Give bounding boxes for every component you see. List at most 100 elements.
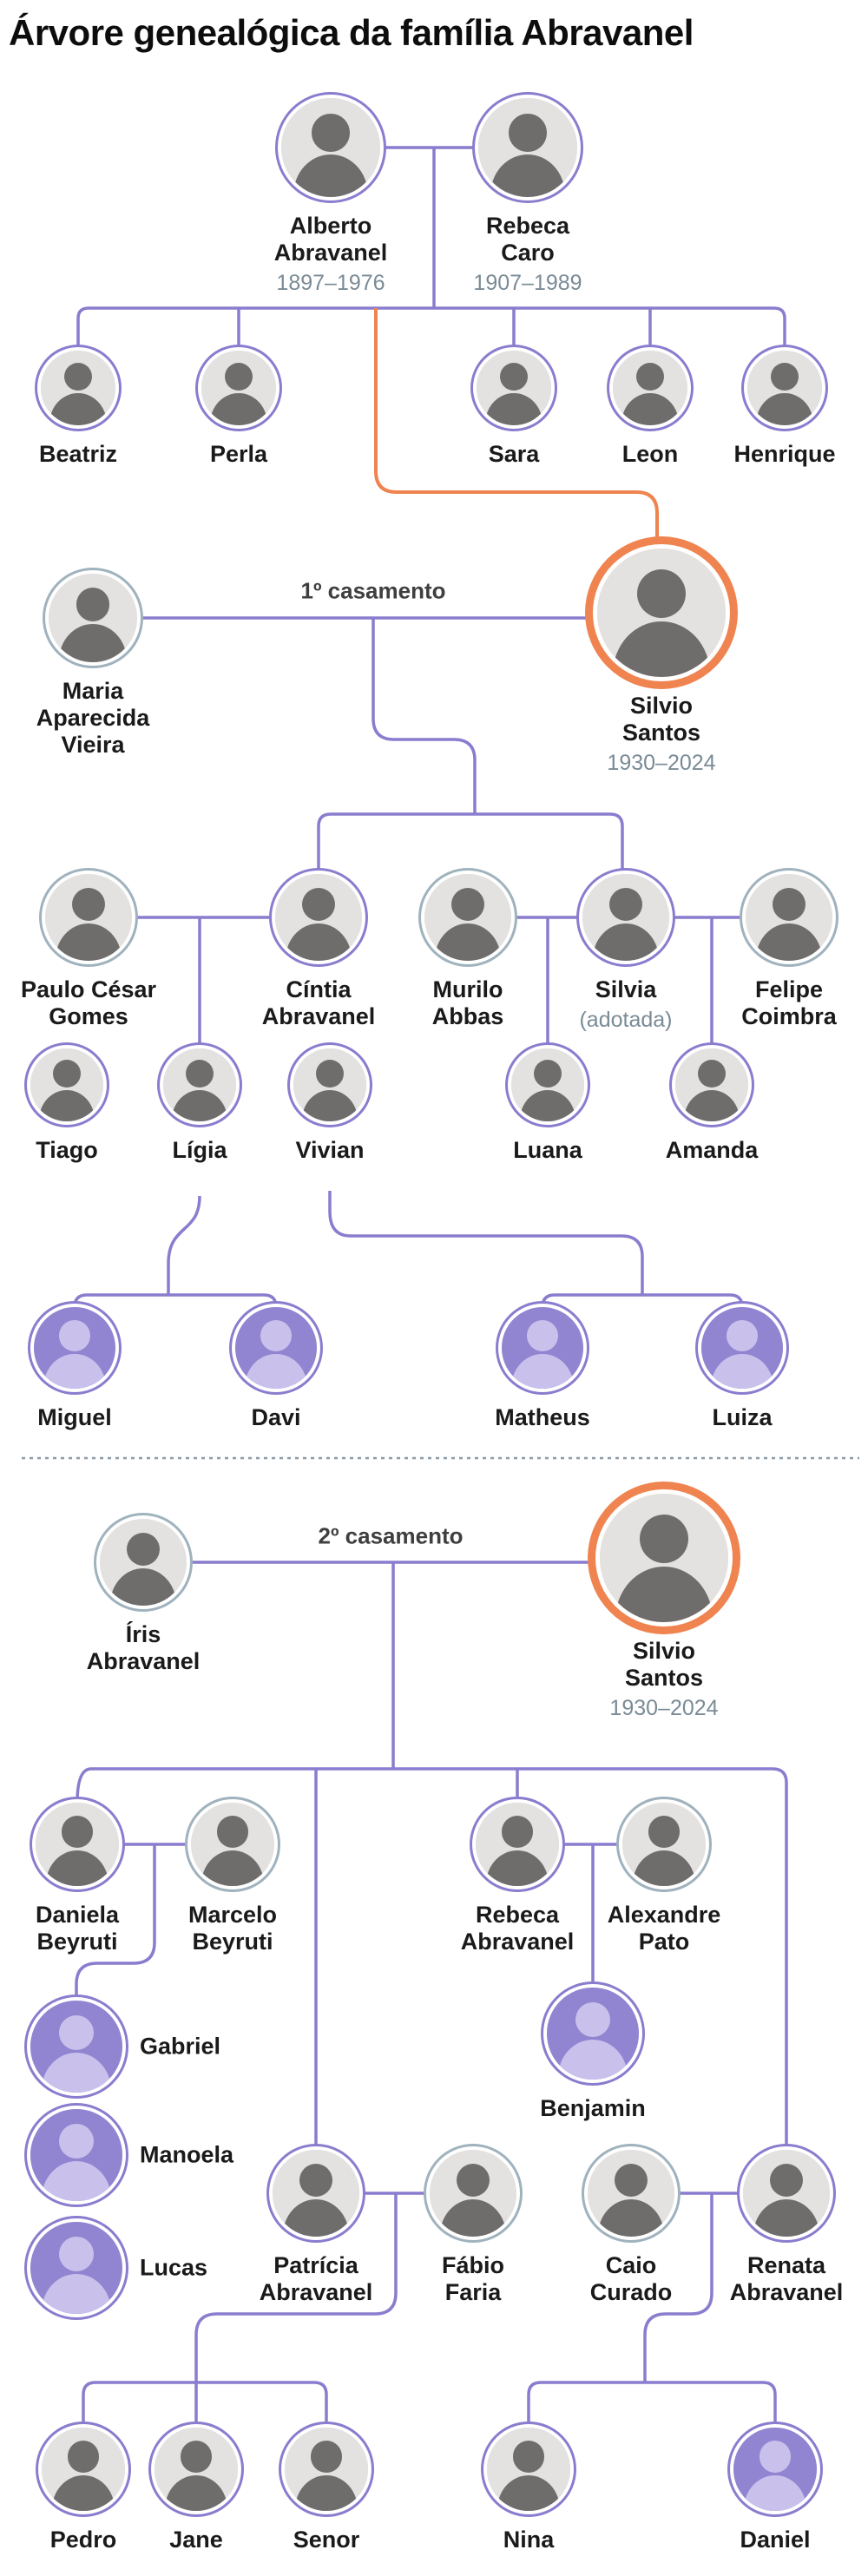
silhouette-head [67, 2441, 100, 2473]
silhouette-shoulders [39, 1089, 95, 1121]
person-name-line: Matheus [495, 1404, 590, 1430]
silhouette-head [635, 362, 665, 391]
person-name-line: Jane [169, 2527, 223, 2553]
person-node-silvia [582, 874, 669, 961]
person-node-pedro [42, 2428, 125, 2511]
silhouette-shoulders [756, 393, 813, 425]
silhouette-shoulders [593, 923, 659, 961]
portrait-photo-icon [597, 549, 726, 677]
person-label-lucas: Lucas [140, 2255, 207, 2282]
person-name-line: Lígia [172, 1137, 227, 1163]
silhouette-head [216, 1816, 249, 1848]
person-label-miguel: Miguel [37, 1404, 112, 1431]
silhouette-shoulders [753, 2199, 819, 2237]
person-name-line: Abbas [431, 1003, 504, 1029]
portrait-photo-icon [476, 1803, 559, 1886]
silhouette-shoulders [743, 2474, 807, 2511]
person-name-line: Marcelo [187, 1902, 278, 1928]
portrait-photo-icon [487, 2428, 570, 2511]
person-name-line: Manoela [140, 2141, 234, 2168]
silhouette-shoulders [440, 2199, 506, 2237]
person-name-line: Pato [638, 1929, 690, 1955]
silhouette-head [61, 1816, 94, 1848]
person-label-luiza: Luiza [712, 1404, 772, 1431]
person-label-nina: Nina [503, 2527, 555, 2553]
person-node-cintia-abravanel [275, 874, 362, 961]
person-name-line: Gabriel [140, 2033, 221, 2060]
portrait-photo-icon [100, 1519, 187, 1606]
person-node-murilo-abbas [424, 874, 511, 961]
silhouette-shoulders [598, 2199, 664, 2237]
silhouette-head [609, 888, 642, 921]
portrait-photo-icon [430, 2150, 516, 2237]
person-label-amanda: Amanda [666, 1137, 759, 1164]
person-node-davi [235, 1307, 317, 1389]
person-avatar-icon [547, 1988, 639, 2080]
person-avatar-icon [34, 1307, 115, 1389]
silhouette-shoulders [496, 2474, 561, 2511]
person-avatar-icon [235, 1307, 317, 1389]
person-node-paulo-cesar-gomes [45, 874, 132, 961]
person-name-line: Senor [293, 2527, 360, 2553]
person-node-ligia [163, 1048, 236, 1121]
silhouette-head [72, 888, 105, 921]
person-node-fabio-faria [430, 2150, 516, 2237]
person-name-line: Abravanel [86, 1648, 201, 1674]
portrait-photo-icon [201, 351, 276, 425]
silhouette-shoulders [172, 1089, 227, 1121]
person-node-perla [201, 351, 276, 425]
person-name-line: Tiago [36, 1137, 98, 1163]
silhouette-head [639, 1514, 689, 1563]
portrait-photo-icon [36, 1803, 119, 1886]
person-node-iris-abravanel [100, 1519, 187, 1606]
silhouette-head [770, 362, 799, 391]
portrait-photo-icon [622, 1803, 706, 1886]
person-node-matheus [502, 1307, 583, 1389]
person-name-line: Renata [746, 2252, 826, 2278]
person-name-line: Abravanel [460, 1929, 575, 1955]
person-name-line: Rebeca [475, 1902, 560, 1928]
silhouette-head [76, 588, 110, 622]
person-label-tiago: Tiago [36, 1137, 98, 1164]
person-name-line: Cíntia [286, 976, 352, 1002]
person-name-line: Nina [503, 2527, 555, 2553]
silhouette-head [773, 888, 806, 921]
person-name-line: Faria [444, 2279, 502, 2305]
person-name-line: Amanda [665, 1137, 759, 1163]
second-marriage-label: 2º casamento [318, 1522, 464, 1549]
portrait-photo-icon [477, 351, 551, 425]
person-name-line: Benjamin [540, 2095, 646, 2121]
person-label-gabriel: Gabriel [140, 2034, 220, 2060]
person-node-lucas [30, 2222, 122, 2314]
silhouette-head [186, 1060, 214, 1088]
person-name-line: Patrícia [273, 2252, 358, 2278]
portrait-photo-icon [191, 1803, 274, 1886]
person-name-line: Leon [621, 441, 679, 467]
person-dates: 1897–1976 [276, 271, 385, 295]
person-name-line: Vieira [61, 732, 125, 758]
silhouette-head [499, 362, 529, 391]
silhouette-head [316, 1060, 344, 1088]
person-node-maria-aparecida-vieira [49, 574, 137, 662]
portrait-photo-icon [41, 351, 115, 425]
person-node-daniela-beyruti [36, 1803, 119, 1886]
person-name-line: Felipe [754, 976, 824, 1002]
portrait-photo-icon [163, 1048, 236, 1121]
person-name-line: Fábio [442, 2252, 504, 2278]
person-node-vivian [293, 1048, 366, 1121]
person-node-silvio-santos-2 [600, 1494, 728, 1622]
silhouette-shoulders [435, 923, 501, 961]
person-label-matheus: Matheus [495, 1404, 590, 1431]
person-label-luana: Luana [513, 1137, 582, 1164]
silhouette-shoulders [201, 1850, 265, 1886]
person-name-line: Luana [513, 1137, 582, 1163]
purple-connectors [73, 146, 788, 2428]
person-node-renata-abravanel [743, 2150, 830, 2237]
silhouette-head [310, 2441, 343, 2473]
person-label-daniel: Daniel [740, 2527, 810, 2553]
person-dates: 1930–2024 [609, 1696, 719, 1720]
silhouette-head [180, 2441, 213, 2473]
